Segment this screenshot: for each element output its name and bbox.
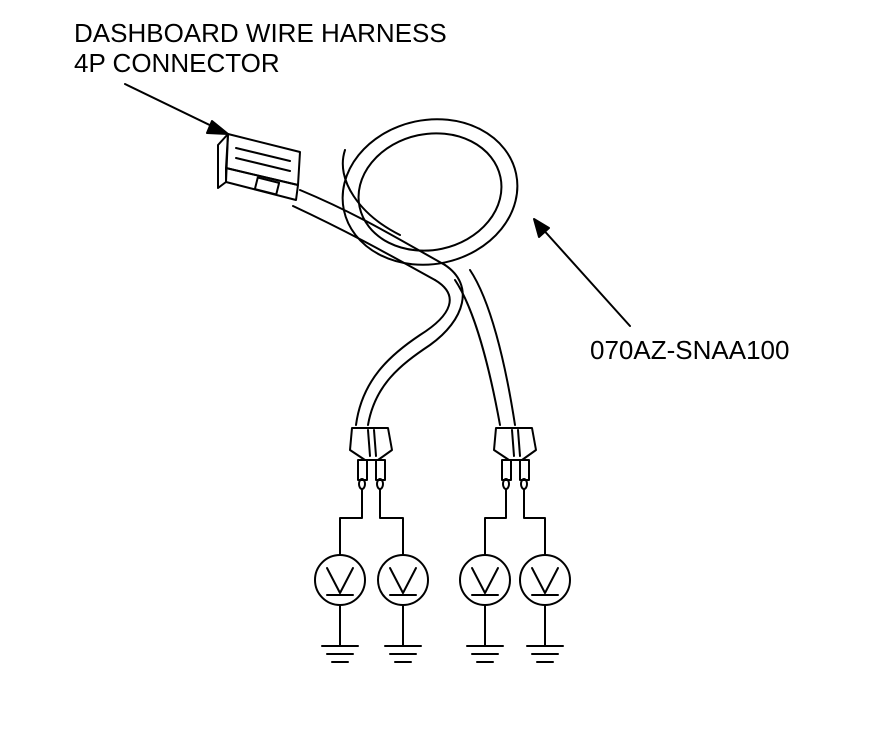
voltmeter-1 [314, 554, 366, 606]
plug-right [493, 427, 537, 490]
ground-3 [466, 604, 504, 663]
plug-left [349, 427, 393, 490]
part-number-label: 070AZ-SNAA100 [590, 335, 790, 365]
wire-harness-loop [292, 118, 519, 426]
connector-label-line-2: 4P CONNECTOR [74, 48, 280, 78]
ground-2 [384, 604, 422, 663]
4p-connector [217, 133, 301, 201]
voltmeter-4 [519, 554, 571, 606]
test-leads [339, 488, 546, 556]
ground-1 [321, 604, 359, 663]
connector-label-line-1: DASHBOARD WIRE HARNESS [74, 18, 447, 48]
voltmeter-2 [377, 554, 429, 606]
ground-4 [526, 604, 564, 663]
voltmeter-3 [459, 554, 511, 606]
part-number-leader-arrow [533, 218, 631, 327]
connector-leader-arrow [124, 83, 229, 135]
